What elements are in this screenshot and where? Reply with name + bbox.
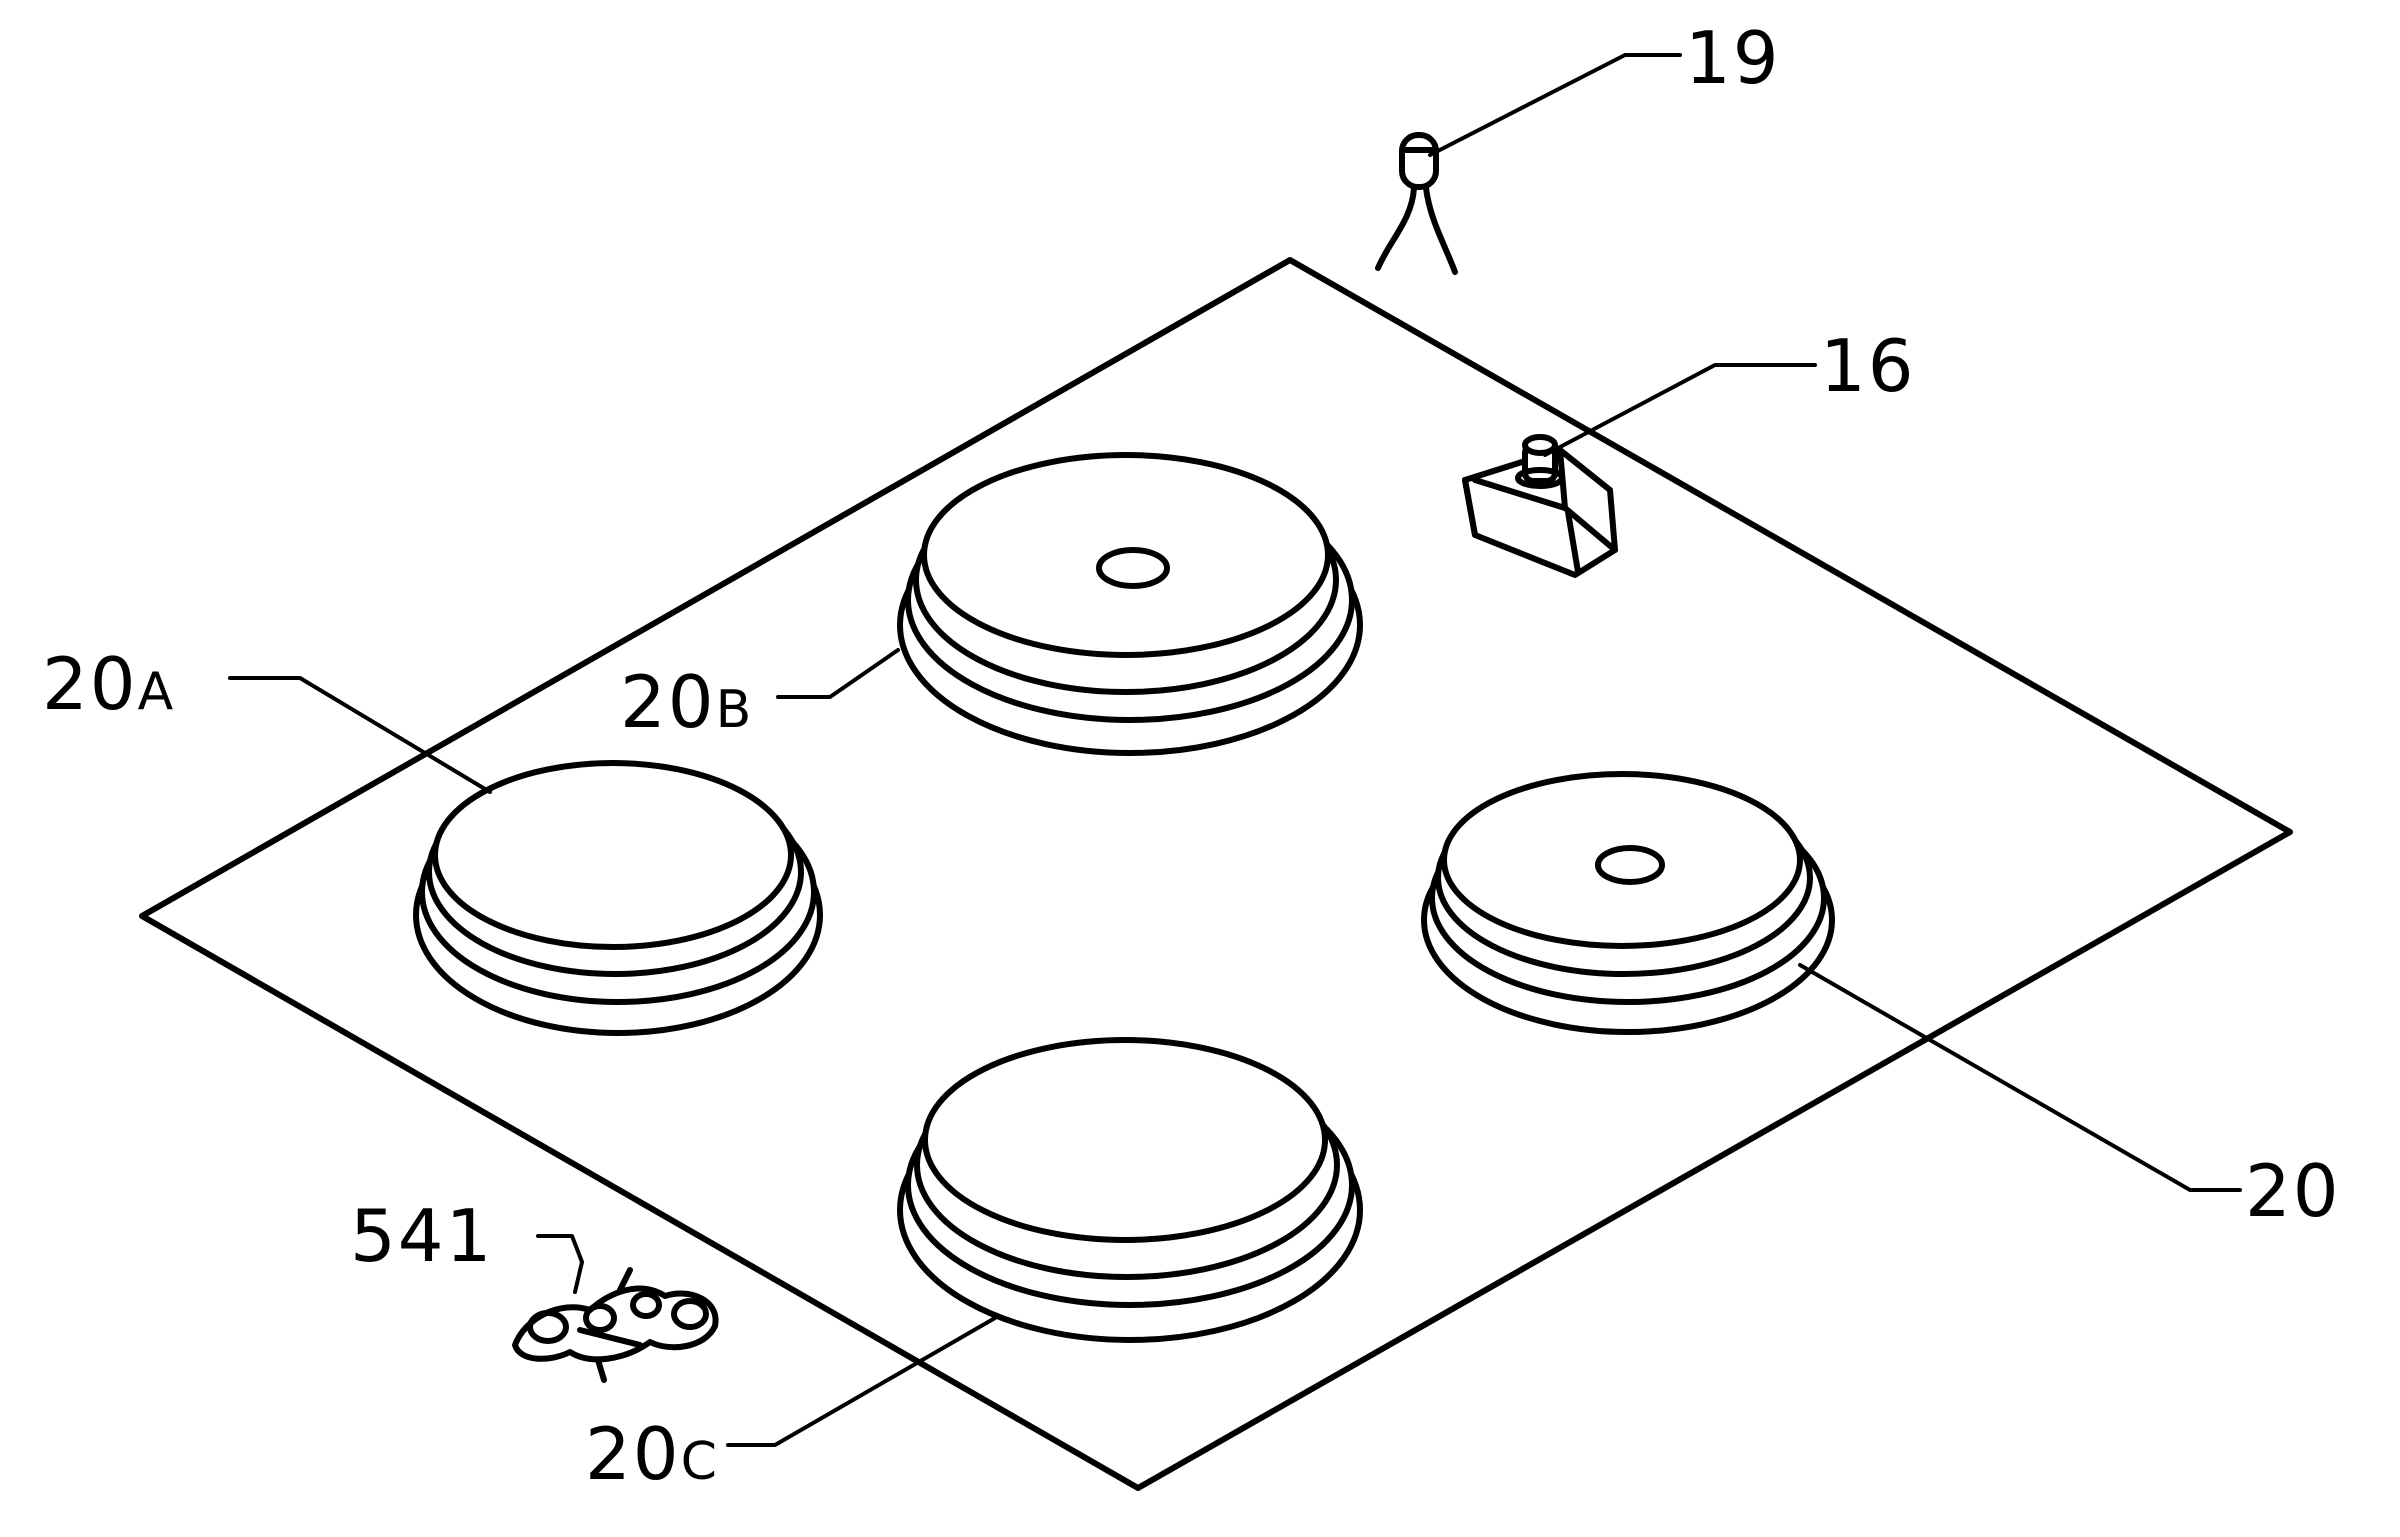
leader-20a xyxy=(228,676,492,794)
burner-20a xyxy=(413,760,823,1036)
leader-19 xyxy=(1428,53,1682,157)
label-541: 541 xyxy=(350,1194,494,1278)
label-19: 19 xyxy=(1685,16,1781,100)
switch-component-16 xyxy=(1462,434,1618,578)
label-20: 20 xyxy=(2245,1149,2341,1233)
label-16: 16 xyxy=(1820,324,1916,408)
label-20b: 20B xyxy=(620,660,754,744)
label-20a: 20A xyxy=(42,642,176,726)
leader-16 xyxy=(1543,363,1817,457)
cooktop-plate xyxy=(139,257,2293,1491)
lamp-component-19 xyxy=(1375,132,1458,275)
burner-20 xyxy=(1421,771,1835,1035)
clip-component-541 xyxy=(512,1267,719,1383)
burner-20c xyxy=(897,1037,1363,1343)
leader-541 xyxy=(536,1234,584,1294)
leader-20 xyxy=(1798,963,2242,1192)
leader-20b xyxy=(776,648,900,699)
label-20c: 20C xyxy=(585,1412,719,1496)
leader-20c xyxy=(726,1316,997,1447)
burner-20b xyxy=(897,452,1363,756)
